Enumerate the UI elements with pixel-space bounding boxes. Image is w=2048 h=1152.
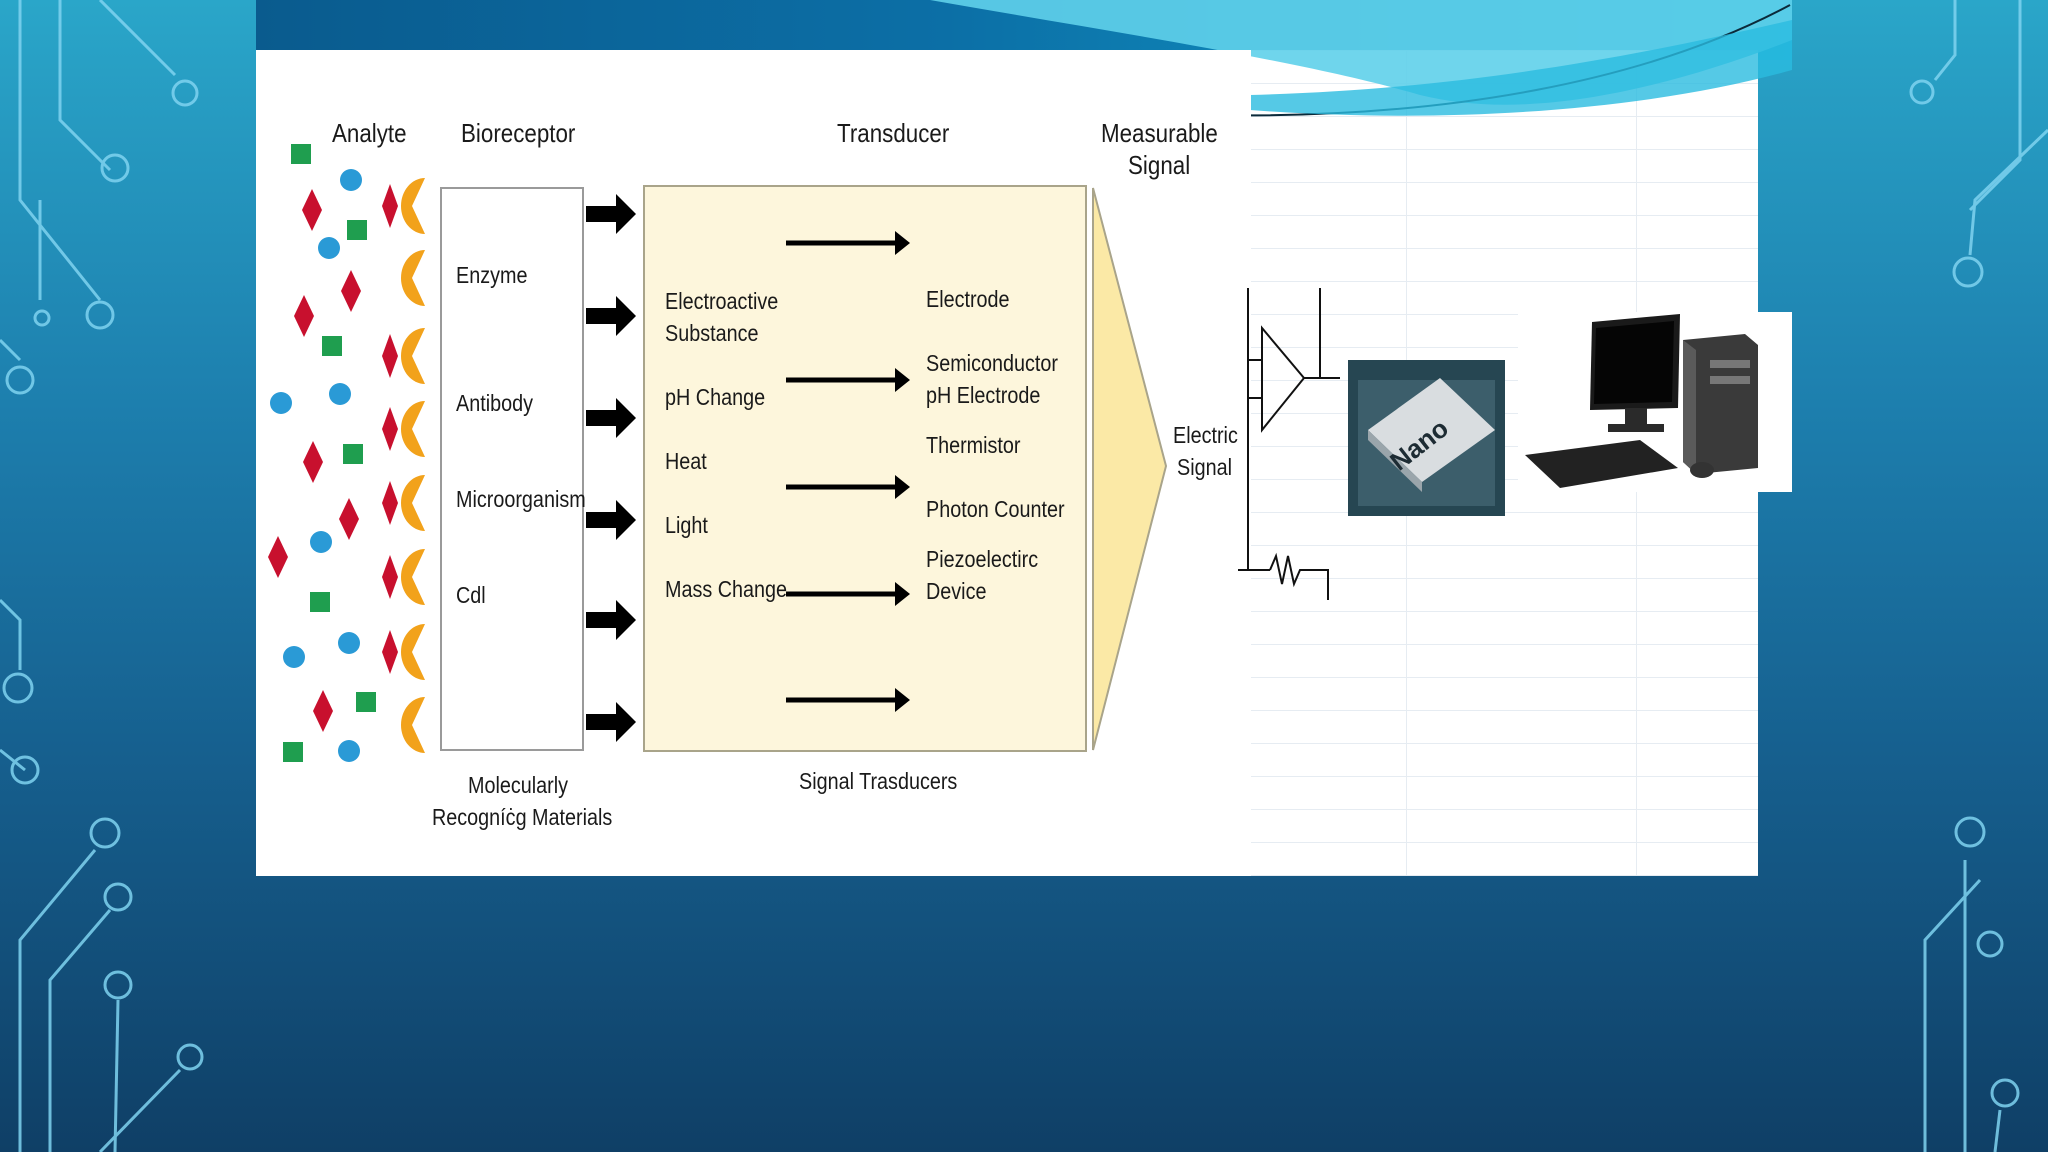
analyte-diamond: [294, 295, 314, 337]
bioreceptor-cdl: Cdl: [456, 582, 486, 608]
output-photon-counter: Photon Counter: [926, 496, 1065, 522]
output-electrode: Electrode: [926, 286, 1010, 312]
output-piezo-line1: Piezoelectirc: [926, 546, 1039, 572]
analyte-circle: [270, 392, 292, 414]
analyte-circle: [283, 646, 305, 668]
signal-arrow: [1092, 187, 1168, 751]
measurable-signal-header-line2: Signal: [1128, 150, 1191, 180]
analyte-diamond: [268, 536, 288, 578]
analyte-square: [347, 220, 367, 240]
input-mass-change: Mass Change: [665, 576, 788, 602]
bioreceptor-header: Bioreceptor: [461, 118, 576, 148]
input-ph-change: pH Change: [665, 384, 766, 410]
electric-signal-line2: Signal: [1177, 454, 1232, 480]
output-thermistor: Thermistor: [926, 432, 1021, 458]
input-heat: Heat: [665, 448, 707, 474]
transducer-box: [643, 185, 1087, 752]
desktop-computer-icon: [1518, 312, 1792, 492]
amplifier-circuit-icon: [1238, 288, 1340, 600]
analyte-circle: [338, 632, 360, 654]
analyte-diamond: [303, 441, 323, 483]
input-electroactive-line2: Substance: [665, 320, 759, 346]
bioreceptor-caption-line2: Recogníċg Materials: [432, 804, 613, 830]
analyte-header: Analyte: [332, 118, 407, 148]
analyte-diamond: [339, 498, 359, 540]
analyte-diamond: [313, 690, 333, 732]
analyte-circle: [340, 169, 362, 191]
bioreceptor-microorganism: Microorganism: [456, 486, 586, 512]
input-electroactive-line1: Electroactive: [665, 288, 779, 314]
analyte-shapes: [268, 144, 376, 762]
output-semiconductor-line1: Semiconductor: [926, 350, 1058, 376]
analyte-diamond: [341, 270, 361, 312]
bioreceptor-box: [440, 187, 584, 751]
analyte-circle: [338, 740, 360, 762]
analyte-square: [310, 592, 330, 612]
bioreceptor-shapes: [382, 178, 425, 753]
output-piezo-line2: Device: [926, 578, 987, 604]
bioreceptor-enzyme: Enzyme: [456, 262, 528, 288]
transducer-caption: Signal Trasducers: [799, 768, 958, 794]
bioreceptor-caption-line1: Molecularly: [468, 772, 569, 798]
bioreceptor-antibody: Antibody: [456, 390, 533, 416]
analyte-circle: [329, 383, 351, 405]
analyte-square: [291, 144, 311, 164]
analyte-square: [343, 444, 363, 464]
electric-signal-line1: Electric: [1173, 422, 1238, 448]
output-semiconductor-line2: pH Electrode: [926, 382, 1041, 408]
analyte-diamond: [302, 189, 322, 231]
input-light: Light: [665, 512, 708, 538]
analyte-circle: [310, 531, 332, 553]
measurable-signal-header-line1: Measurable: [1101, 118, 1218, 148]
bioreceptor-to-transducer-arrows: [586, 194, 636, 742]
nano-chip-icon: [1348, 360, 1505, 516]
analyte-square: [322, 336, 342, 356]
transducer-header: Transducer: [837, 118, 950, 148]
analyte-square: [283, 742, 303, 762]
analyte-square: [356, 692, 376, 712]
analyte-circle: [318, 237, 340, 259]
transducer-arrows: [786, 231, 910, 712]
